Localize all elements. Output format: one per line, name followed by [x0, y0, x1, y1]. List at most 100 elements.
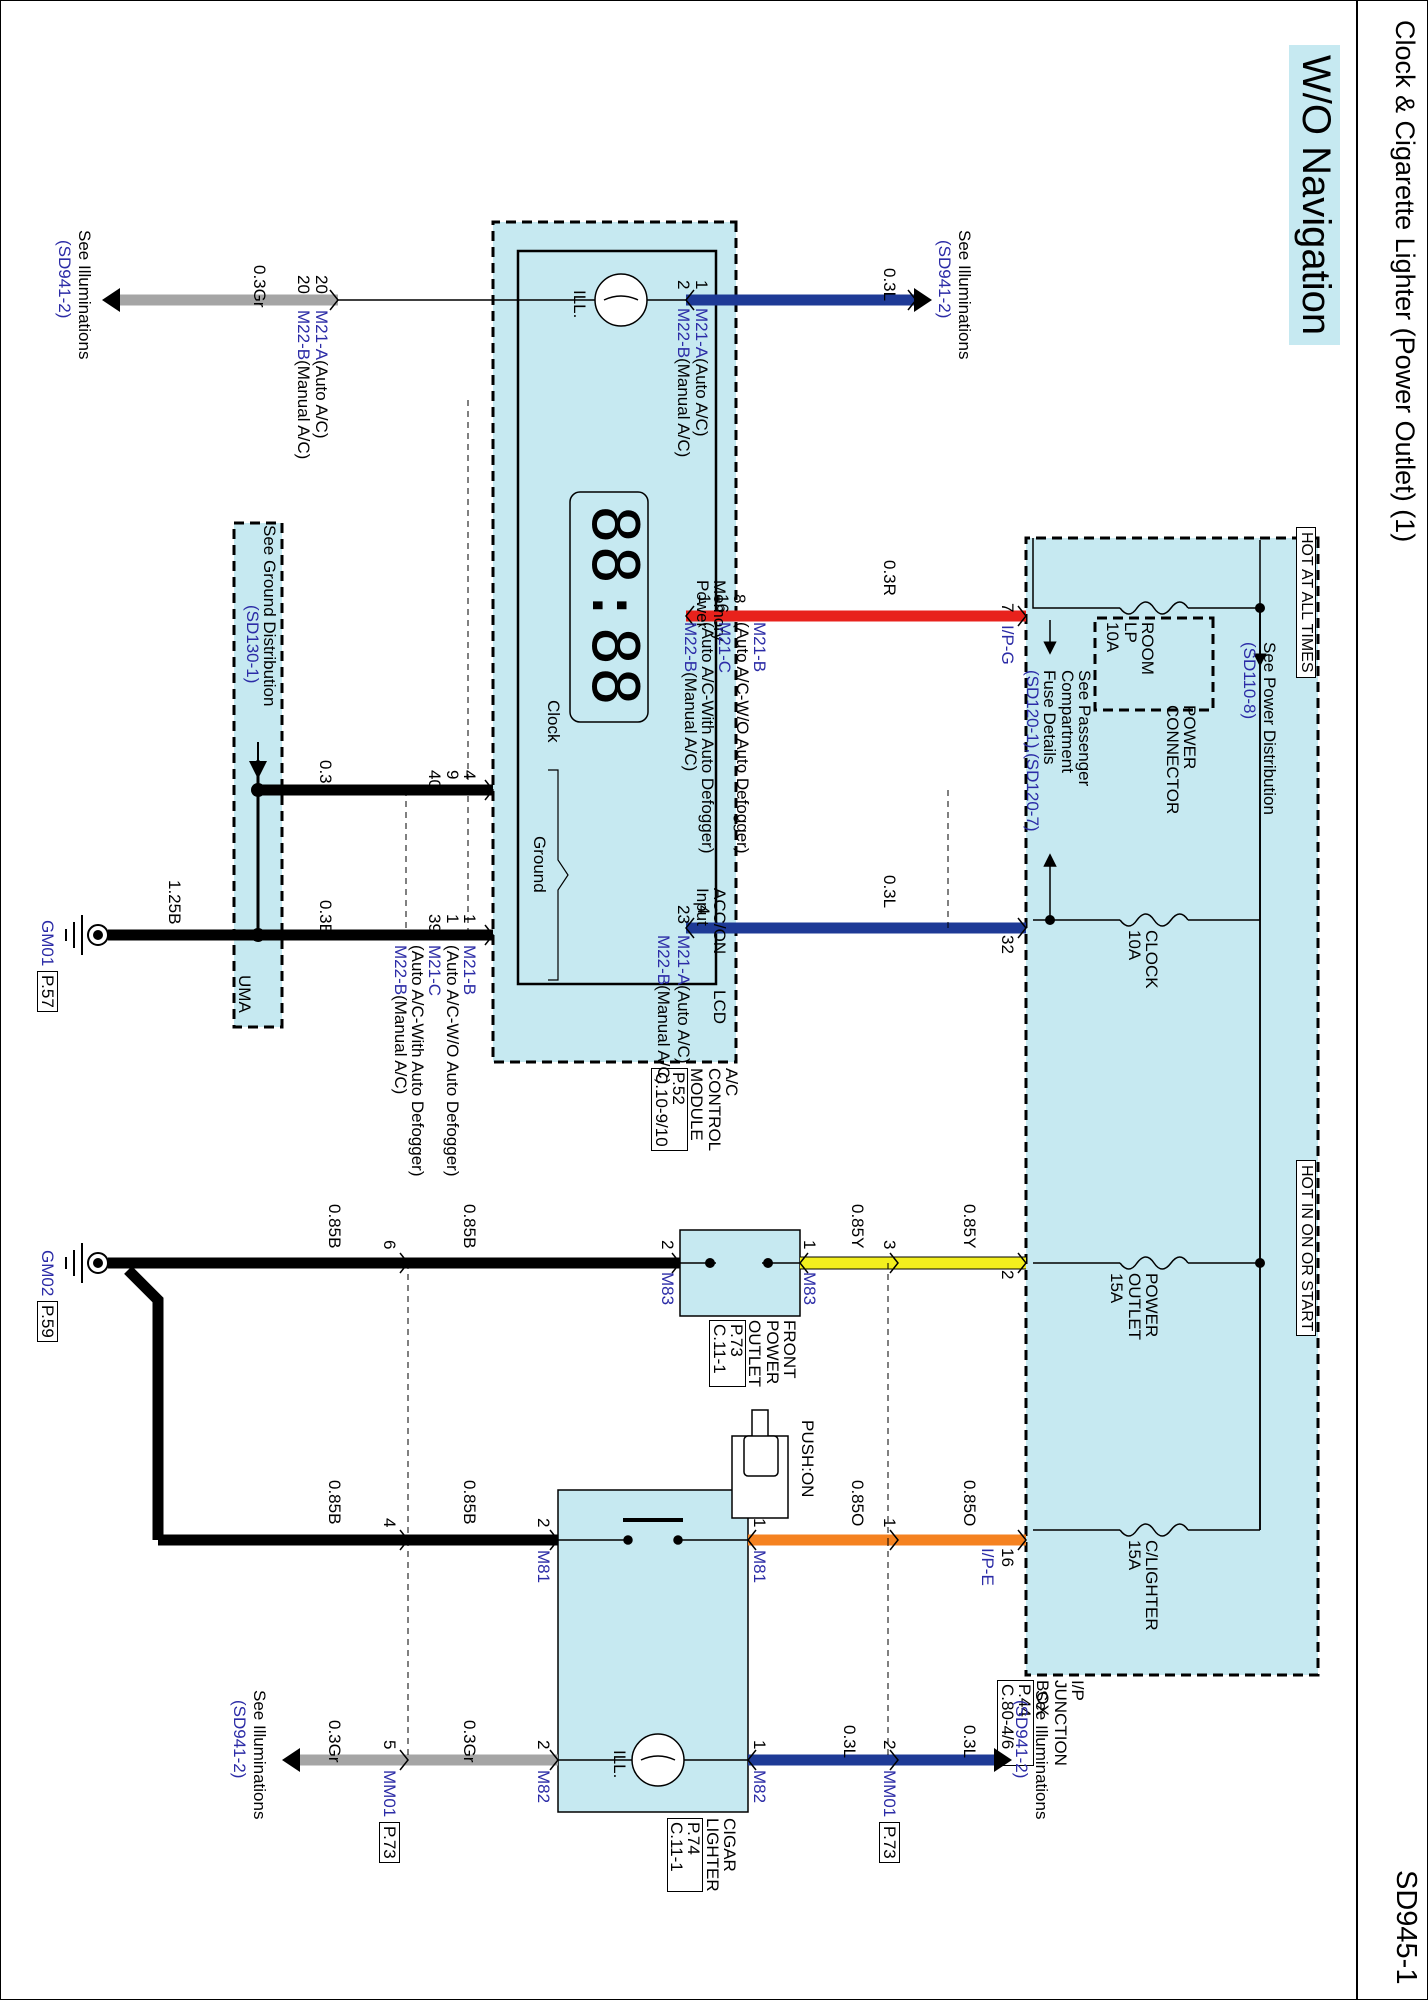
outlet-gnd-pin-b: 6 [380, 1240, 399, 1250]
ill-top-see: See Illuminations [955, 230, 974, 360]
lighter-ill-top-pin-b: 1 [750, 1740, 769, 1750]
power-connector-line: POWER [1180, 705, 1199, 770]
outlet-gnd-wire-a: 0.85B [460, 1204, 479, 1249]
lighter-ill-label: ILL. [610, 1750, 629, 1779]
conn-note: (Auto A/C) [692, 358, 711, 437]
room-lp-line: 10A [1103, 622, 1123, 653]
lighter-hot-wire-a: 0.85O [960, 1480, 979, 1527]
lighter-hot-pin-a: 1 [880, 1518, 899, 1528]
front-power-outlet-box [679, 1229, 801, 1317]
ill-terminal-arrow [102, 288, 120, 312]
room-lp-fuse-box [1093, 616, 1215, 712]
ground-bracket [548, 769, 569, 981]
junction-dot [1255, 603, 1265, 613]
lighter-gnd-pin-a: 2 [534, 1518, 553, 1528]
conn-m21c: M21-C [425, 945, 445, 997]
ill-top-conn: M21-A(Auto A/C) [692, 308, 711, 437]
conn-note: (Auto A/C-W/O Auto Defogger) [442, 945, 462, 1177]
ground-upper-wire: 0.3B [316, 760, 335, 795]
pin-memory: 7 [998, 603, 1017, 613]
lighter-name: CIGAR LIGHTER P.74 C.11-1 [666, 1818, 739, 1892]
lighter-ill-top-conn2: M82 [750, 1770, 769, 1804]
conn-m22b: M22-B [680, 622, 700, 673]
lighter-ill-top-conn: MM01 P.73 [879, 1770, 900, 1863]
see-ground-ref: (SD130-1) [242, 605, 262, 684]
ill-bot-pin: 20 [312, 275, 331, 294]
outlet-fuse-line: OUTLET [1124, 1273, 1144, 1341]
lighter-push-switch [558, 1409, 789, 1545]
lighter-ill-bot-pin-b: 5 [380, 1740, 399, 1750]
room-lp-fuse [1119, 601, 1189, 615]
ac-name-line: CONTROL [704, 1068, 724, 1152]
lighter-hot-pin-b: 1 [750, 1518, 769, 1528]
lighter-ill-bot-wire-a: 0.3Gr [460, 1720, 479, 1763]
pin-power-outlet: 2 [998, 1270, 1017, 1280]
lighter-name-line: CIGAR [720, 1818, 739, 1872]
gm02-ref: P.59 [37, 1301, 58, 1342]
hot-at-all-times-label: HOT AT ALL TIMES [1295, 527, 1316, 678]
lamp-filaments [603, 295, 676, 1761]
see-ground-label: See Ground Distribution (SD130-1) [242, 525, 279, 707]
see-ground-text: See Ground Distribution [260, 525, 279, 707]
memory-conns: M21-B (Auto A/C-W/O Auto Defogger) M21-C… [680, 622, 769, 854]
outlet-ref-line: C.11-1 [709, 1324, 729, 1374]
conn-m21c: M21-C [715, 622, 735, 674]
ground-symbol-gm01 [65, 915, 109, 955]
lighter-ill-top-pin-a: 2 [880, 1740, 899, 1750]
passenger-line: Compartment [1057, 670, 1077, 773]
room-lp-feed [1032, 538, 1260, 609]
lighter-fuse-line: 15A [1124, 1540, 1144, 1571]
outlet-gnd-wire-b: 0.85B [325, 1204, 344, 1249]
c-lighter-fuse-label: C/LIGHTER 15A [1124, 1540, 1161, 1631]
outlet-hot-wire-a: 0.85Y [960, 1204, 979, 1249]
conn-note: (Manual A/C) [294, 360, 313, 460]
clock-fuse [1119, 913, 1189, 927]
lighter-ill-top-see: See Illuminations [1032, 1690, 1051, 1820]
lighter-ill-bot-conn: MM01 P.73 [379, 1770, 400, 1863]
passenger-line: See Passenger [1075, 670, 1094, 787]
pin: 40 [425, 770, 445, 789]
lighter-hot-wire-b: 0.85O [848, 1480, 867, 1527]
lighter-ref-line: P.74 [684, 1822, 704, 1855]
passenger-ref: (SD120-1),(SD120-7) [1023, 670, 1043, 832]
gm02-point: GM02 P.59 [37, 1250, 58, 1342]
lighter-name-line: LIGHTER [702, 1818, 722, 1892]
connector-dashed-lines [405, 400, 949, 1760]
outlet-name-line: FRONT [780, 1320, 799, 1379]
outlet-name-line: POWER [762, 1320, 782, 1385]
acc-wire-size: 0.3L [880, 875, 899, 909]
memory-pins: 8 16 1 [695, 594, 749, 613]
lighter-ill-bot-ref: (SD941-2) [230, 1700, 249, 1779]
power-distribution-ref: (SD110-8) [1240, 642, 1259, 720]
gm02-name: GM02 [38, 1250, 57, 1297]
lighter-ill-bot-wire-b: 0.3Gr [325, 1720, 344, 1763]
ill-bot-ref: (SD941-2) [55, 240, 74, 319]
lighter-ill-bot-see: See Illuminations [250, 1690, 269, 1820]
memory-wire-size: 0.3R [880, 560, 899, 596]
conn-ipe: I/P-E [978, 1548, 997, 1586]
conn-note: (Manual A/C) [390, 995, 410, 1095]
mm01-conn: MM01 [880, 1770, 899, 1818]
clock-digits: 88:88 [577, 505, 651, 708]
conn-note: (Manual A/C) [654, 985, 673, 1085]
ac-ill-label: ILL. [570, 290, 589, 319]
outlet-fuse-line: 15A [1107, 1273, 1127, 1304]
ill-bot-pin: 20 [294, 275, 313, 294]
lighter-ill-bot-pin-a: 2 [534, 1740, 553, 1750]
room-lp-label: ROOM LP 10A [1103, 622, 1157, 675]
ground-lower-pins: 1 1 39 [425, 914, 479, 933]
conn-note: (Auto A/C-With Auto Defogger) [698, 622, 718, 854]
conn-m21a: M21-A [692, 308, 711, 359]
conn-note: (Manual A/C) [674, 358, 693, 458]
lighter-gnd-pin-b: 4 [380, 1518, 399, 1528]
conn-m21a: M21-A [312, 310, 331, 361]
ill-bot-see: See Illuminations [75, 230, 94, 360]
fuse-symbols [1119, 601, 1189, 1537]
acc-pin: 23 [674, 905, 693, 924]
gm01-point: GM01 P.57 [37, 920, 58, 1012]
clock-label: Clock [544, 700, 563, 743]
outlet-ref: P.73 C.11-1 [709, 1320, 747, 1388]
variant-title: W/O Navigation [1289, 45, 1340, 346]
